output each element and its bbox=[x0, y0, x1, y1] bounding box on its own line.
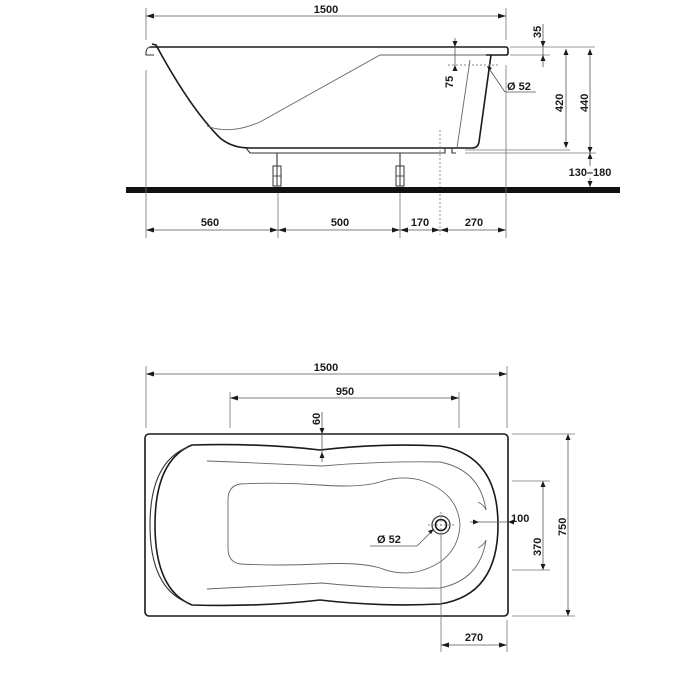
dim-outer-height: 440 bbox=[465, 49, 596, 154]
leader-overflow-diameter: Ø 52 bbox=[487, 66, 536, 93]
label-leg2-to-drain: 170 bbox=[411, 217, 429, 229]
leader-drain-diameter: Ø 52 bbox=[370, 529, 434, 547]
dim-inner-depth: 420 bbox=[465, 49, 570, 151]
label-drain-to-end: 270 bbox=[465, 217, 483, 229]
label-rim-offset: 60 bbox=[311, 413, 323, 425]
floor-line bbox=[126, 187, 620, 193]
dim-overall-length-side: 1500 bbox=[145, 4, 507, 40]
label-inner-depth: 420 bbox=[554, 94, 566, 112]
dim-rim-thickness: 35 bbox=[510, 24, 595, 67]
tub-outer-rim bbox=[144, 433, 509, 617]
label-drain-to-rim: 100 bbox=[511, 513, 529, 525]
label-overflow-diameter: Ø 52 bbox=[507, 81, 531, 93]
dim-overall-width: 750 bbox=[512, 433, 575, 617]
label-inner-length: 950 bbox=[336, 386, 354, 398]
side-view: 1500 bbox=[126, 4, 620, 238]
dim-drain-to-rim: 100 bbox=[470, 513, 529, 525]
label-leg1-to-leg2: 500 bbox=[331, 217, 349, 229]
dim-bottom-chain: 560 500 170 270 bbox=[146, 217, 506, 233]
tub-body-side bbox=[151, 43, 492, 235]
dim-overall-length-top: 1500 bbox=[145, 362, 508, 428]
label-drain-diameter: Ø 52 bbox=[377, 534, 401, 546]
dim-leg-height: 130–180 bbox=[562, 153, 618, 187]
label-overall-length-top: 1500 bbox=[314, 362, 338, 374]
dim-drain-zone-width: 370 bbox=[512, 480, 550, 571]
label-overall-width: 750 bbox=[557, 518, 569, 536]
label-leg-height-range: 130–180 bbox=[569, 167, 612, 179]
label-overall-length-side: 1500 bbox=[314, 4, 338, 16]
label-drain-to-end-top: 270 bbox=[465, 632, 483, 644]
dim-rim-offset: 60 bbox=[311, 412, 325, 462]
drain bbox=[428, 512, 454, 538]
label-left-to-leg1: 560 bbox=[201, 217, 219, 229]
dim-drain-to-end-top: 270 bbox=[441, 620, 508, 652]
support-leg-1 bbox=[272, 153, 282, 187]
tub-bowl-outline bbox=[154, 443, 499, 607]
label-outer-height: 440 bbox=[579, 94, 591, 112]
top-view: 1500 950 bbox=[144, 362, 575, 652]
tub-rim bbox=[145, 46, 509, 56]
label-drain-zone-width: 370 bbox=[532, 538, 544, 556]
tub-basin-outline bbox=[227, 477, 461, 574]
label-overflow-offset: 75 bbox=[444, 76, 456, 88]
label-rim-thickness: 35 bbox=[532, 26, 544, 38]
dim-overflow-offset: 75 bbox=[444, 38, 500, 88]
support-leg-2 bbox=[395, 153, 405, 187]
dim-inner-length: 950 bbox=[229, 386, 460, 428]
